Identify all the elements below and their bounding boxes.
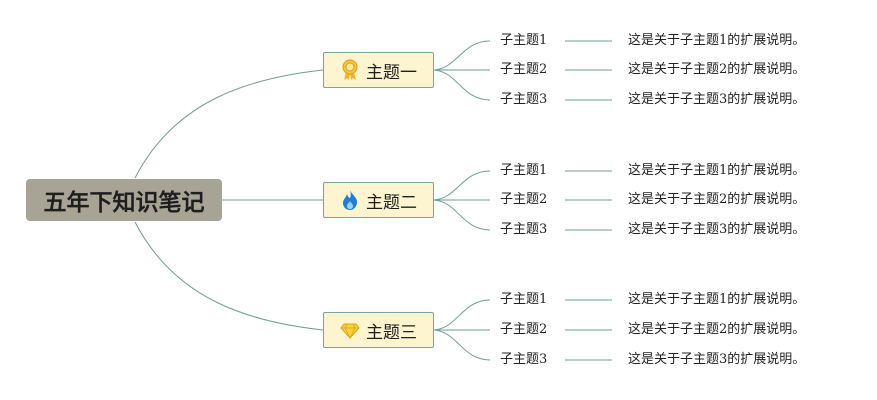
- subtopic-detail-3-1[interactable]: 这是关于子主题1的扩展说明。: [628, 292, 806, 307]
- topic-2-label: 主题二: [366, 192, 417, 213]
- topic-node-2[interactable]: 主题二: [323, 182, 434, 218]
- subtopic-3-3[interactable]: 子主题3: [500, 352, 548, 367]
- sub-line-2-1: [433, 170, 491, 201]
- subtopic-detail-2-2[interactable]: 这是关于子主题2的扩展说明。: [628, 192, 806, 207]
- diamond-icon: [340, 319, 360, 341]
- subtopic-1-2[interactable]: 子主题2: [500, 62, 548, 77]
- subtopic-2-1[interactable]: 子主题1: [500, 163, 548, 178]
- sub-line-1-1: [433, 40, 491, 71]
- subtopic-1-3[interactable]: 子主题3: [500, 92, 548, 107]
- subtopic-detail-3-2[interactable]: 这是关于子主题2的扩展说明。: [628, 322, 806, 337]
- central-topic-label: 五年下知识笔记: [43, 190, 205, 216]
- subtopic-detail-2-3[interactable]: 这是关于子主题3的扩展说明。: [628, 222, 806, 237]
- topic-3-label: 主题三: [366, 322, 417, 343]
- sub-line-1-3: [433, 69, 491, 101]
- sub-line-3-3: [433, 329, 491, 361]
- branch-line-topic-3: [134, 221, 324, 331]
- flame-icon: [340, 189, 360, 211]
- central-topic[interactable]: 五年下知识笔记: [26, 179, 222, 221]
- topic-1-label: 主题一: [366, 62, 417, 83]
- subtopic-detail-3-3[interactable]: 这是关于子主题3的扩展说明。: [628, 352, 806, 367]
- sub-line-3-1: [433, 299, 491, 331]
- subtopic-2-3[interactable]: 子主题3: [500, 222, 548, 237]
- subtopic-2-2[interactable]: 子主题2: [500, 192, 548, 207]
- award-medal-icon: [340, 59, 360, 81]
- topic-node-1[interactable]: 主题一: [323, 52, 434, 88]
- subtopic-3-1[interactable]: 子主题1: [500, 292, 548, 307]
- subtopic-detail-1-3[interactable]: 这是关于子主题3的扩展说明。: [628, 92, 806, 107]
- subtopic-1-1[interactable]: 子主题1: [500, 33, 548, 48]
- topic-node-3[interactable]: 主题三: [323, 312, 434, 348]
- subtopic-detail-1-2[interactable]: 这是关于子主题2的扩展说明。: [628, 62, 806, 77]
- subtopic-detail-2-1[interactable]: 这是关于子主题1的扩展说明。: [628, 163, 806, 178]
- subtopic-detail-1-1[interactable]: 这是关于子主题1的扩展说明。: [628, 33, 806, 48]
- branch-line-topic-1: [134, 69, 324, 179]
- subtopic-3-2[interactable]: 子主题2: [500, 322, 548, 337]
- sub-line-2-3: [433, 199, 491, 231]
